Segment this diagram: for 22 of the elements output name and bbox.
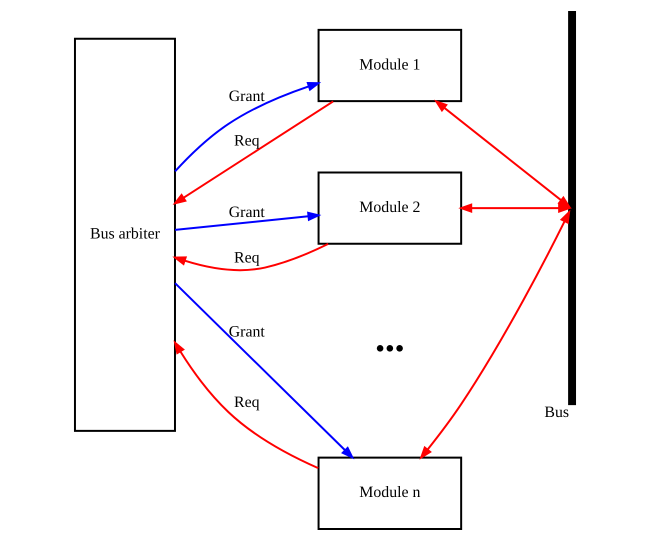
label: ••• — [375, 332, 404, 364]
edge-label: Grant — [228, 88, 265, 105]
edge-label: Req — [234, 394, 260, 411]
edge-label: Req — [234, 249, 260, 266]
node-label: Bus — [544, 404, 570, 421]
node-box: Bus arbiter — [74, 38, 176, 432]
arrow — [172, 242, 329, 272]
node-bar — [568, 11, 576, 406]
edge-label: Req — [234, 132, 260, 150]
node-box: Module 1 — [318, 28, 462, 102]
arrow — [174, 340, 319, 470]
node-box: Module 2 — [318, 171, 462, 245]
arrow — [175, 212, 322, 231]
edge-label: Grant — [228, 204, 265, 221]
arrow — [434, 100, 572, 208]
edge-label: Grant — [228, 324, 265, 341]
arrow — [458, 203, 572, 213]
arrow — [174, 282, 354, 460]
node-box: Module n — [318, 456, 462, 530]
arrow — [172, 100, 334, 205]
arrow — [174, 82, 322, 172]
arrow — [419, 210, 570, 460]
